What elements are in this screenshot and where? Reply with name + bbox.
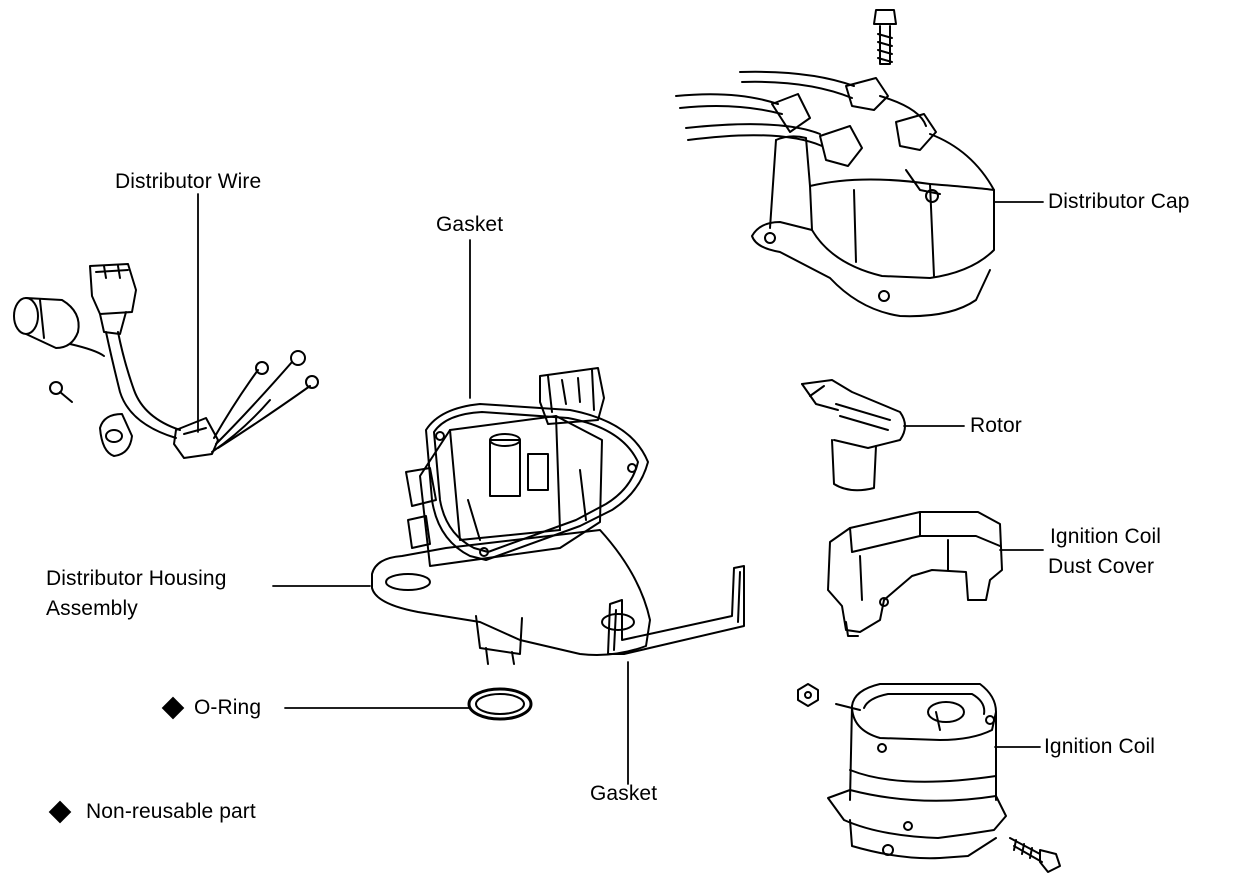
leader-lines: [197, 193, 1044, 785]
gasket-top-part: [425, 403, 649, 561]
legend-non-reusable-part: Non-reusable part: [86, 800, 256, 823]
label-ignition-coil-dust-cover-line2: Dust Cover: [1048, 555, 1155, 578]
label-gasket-top: Gasket: [436, 213, 504, 236]
ignition-coil-dust-cover-part: [827, 511, 1003, 637]
gasket-bottom-part: [607, 565, 745, 655]
label-gasket-bottom: Gasket: [590, 782, 658, 805]
label-rotor: Rotor: [970, 414, 1022, 437]
label-ignition-coil: Ignition Coil: [1044, 735, 1156, 758]
label-distributor-cap: Distributor Cap: [1048, 190, 1190, 213]
ignition-coil-part: [797, 683, 1061, 873]
label-distributor-housing-line1: Distributor Housing: [46, 567, 227, 590]
label-o-ring: O-Ring: [194, 696, 262, 719]
label-distributor-housing-line2: Assembly: [46, 597, 138, 620]
label-distributor-wire: Distributor Wire: [115, 170, 262, 193]
distributor-housing-part: [371, 367, 651, 665]
distributor-cap-part: [675, 9, 995, 318]
distributor-wire-part: [13, 263, 319, 459]
label-ignition-coil-dust-cover-line1: Ignition Coil: [1050, 525, 1162, 548]
o-ring-part: [467, 687, 533, 721]
rotor-part: [801, 379, 906, 492]
